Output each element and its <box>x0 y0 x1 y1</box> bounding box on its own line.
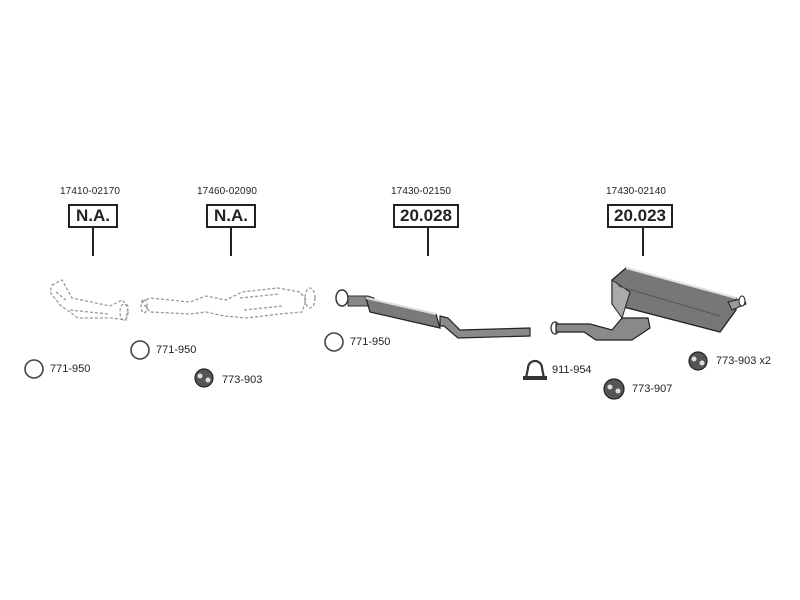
pipe-clamp-icon[interactable] <box>523 359 547 380</box>
leader-line-4 <box>642 228 644 256</box>
gasket-ring-icon[interactable] <box>24 359 44 379</box>
accessory-label: 773-903 <box>222 374 263 386</box>
rear-silencer-drawing[interactable] <box>550 267 747 341</box>
part-number-3: 17430-02150 <box>391 186 452 197</box>
middle-silencer-drawing[interactable] <box>335 289 531 339</box>
part-code-box-2[interactable]: N.A. <box>206 204 256 228</box>
accessory-label: 911-954 <box>552 364 592 376</box>
part-number-1: 17410-02170 <box>60 186 121 197</box>
front-pipe-drawing[interactable] <box>49 279 129 321</box>
gasket-ring-icon[interactable] <box>130 340 150 360</box>
rubber-mount-icon[interactable] <box>603 378 625 400</box>
gasket-ring-icon[interactable] <box>324 332 344 352</box>
part-code-box-1[interactable]: N.A. <box>68 204 118 228</box>
accessory-label: 773-907 <box>632 383 673 395</box>
part-number-2: 17460-02090 <box>197 186 258 197</box>
leader-line-1 <box>92 228 94 256</box>
part-code-box-4[interactable]: 20.023 <box>607 204 673 228</box>
rubber-mount-icon[interactable] <box>194 368 214 388</box>
leader-line-2 <box>230 228 232 256</box>
rubber-mount-icon[interactable] <box>688 351 708 371</box>
catalytic-converter-drawing[interactable] <box>140 287 316 319</box>
accessory-label: 773-903 x2 <box>716 355 772 367</box>
accessory-label: 771-950 <box>50 363 91 375</box>
accessory-label: 771-950 <box>156 344 197 356</box>
part-number-4: 17430-02140 <box>606 186 667 197</box>
part-code-box-3[interactable]: 20.028 <box>393 204 459 228</box>
leader-line-3 <box>427 228 429 256</box>
accessory-label: 771-950 <box>350 336 391 348</box>
